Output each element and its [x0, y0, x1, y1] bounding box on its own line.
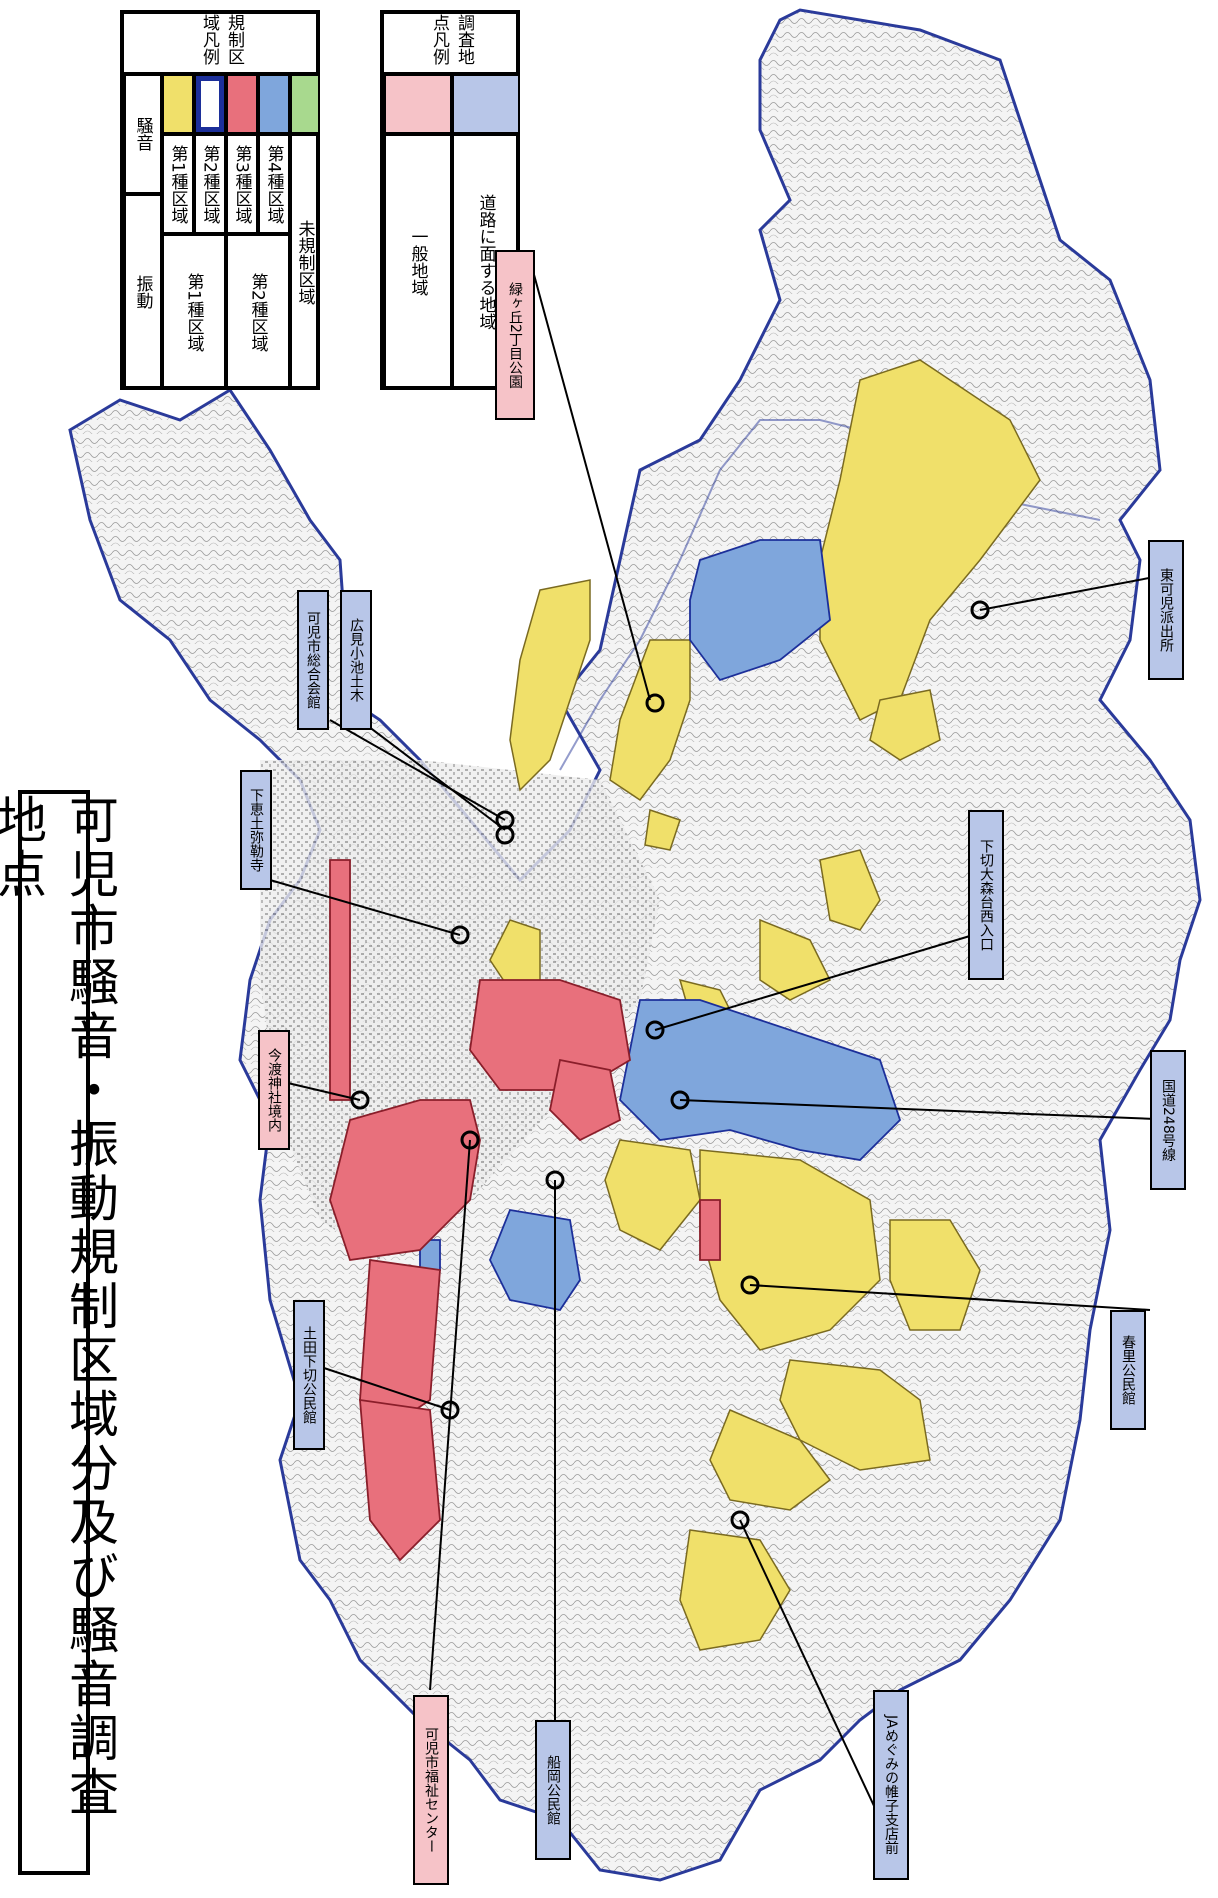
site-legend: 調査地点凡例 一般地域 道路に面する地域	[380, 10, 520, 390]
vibration-zone2: 第2種区域	[226, 234, 290, 390]
swatch-unregulated	[290, 74, 320, 134]
noise-zone4: 第4種区域	[258, 134, 290, 234]
site-label-harusato: 春里公民館	[1110, 1310, 1146, 1430]
swatch-zone3	[226, 74, 258, 134]
noise-zone3: 第3種区域	[226, 134, 258, 234]
zone-legend-col-noise: 騒音	[124, 74, 162, 194]
swatch-road	[452, 74, 520, 134]
leader-lines	[269, 259, 1181, 1841]
zone-3-areas	[329, 859, 721, 1562]
site-label-shimogiri: 下切大森台西入口	[968, 810, 1004, 980]
site-label-ja-katabira: JAめぐみの帷子支店前	[873, 1690, 909, 1880]
site-label-fukushi-center: 可児市福祉センター	[413, 1695, 449, 1885]
site-label-route-248: 国道248号線	[1150, 1050, 1186, 1190]
swatch-zone1	[162, 74, 194, 134]
map-title: 可児市騒音・振動規制区域分及び騒音調査地点	[0, 794, 119, 1820]
zone-4-areas	[419, 539, 902, 1312]
site-label-hiromi-koike: 広見小池土木	[340, 590, 372, 730]
site-legend-heading: 調査地点凡例	[384, 14, 520, 74]
zone-legend-heading: 規制区域凡例	[124, 14, 320, 74]
swatch-zone2	[194, 74, 226, 134]
site-general-label: 一般地域	[384, 134, 452, 390]
vibration-zone1: 第1種区域	[162, 234, 226, 390]
site-label-midorigaoka: 緑ヶ丘2丁目公園	[495, 250, 535, 420]
site-label-sogo-kaikan: 可児市総合会館	[297, 590, 329, 730]
zone-1-areas	[489, 359, 1041, 1651]
zone-legend-col-vibration: 振動	[124, 194, 162, 390]
swatch-general	[384, 74, 452, 134]
site-label-imawatari: 今渡神社境内	[258, 1030, 290, 1150]
map-title-box: 可児市騒音・振動規制区域分及び騒音調査地点	[0, 790, 119, 1875]
noise-zone2: 第2種区域	[194, 134, 226, 234]
swatch-zone4	[258, 74, 290, 134]
noise-zone1: 第1種区域	[162, 134, 194, 234]
noise-unregulated: 未規制区域	[290, 134, 320, 390]
site-label-tsuchida: 土田下切公民館	[293, 1300, 325, 1450]
survey-site-markers	[350, 600, 990, 1530]
site-label-higashi-kani: 東可児派出所	[1148, 540, 1184, 680]
site-label-shimoedo-mirokuji: 下恵土弥勒寺	[240, 770, 272, 890]
site-label-funaoka: 船岡公民館	[535, 1720, 571, 1860]
zone-legend: 規制区域凡例 騒音 振動 第1種区域 第2種区域 第3種区域 第4種区域 未規制…	[120, 10, 320, 390]
